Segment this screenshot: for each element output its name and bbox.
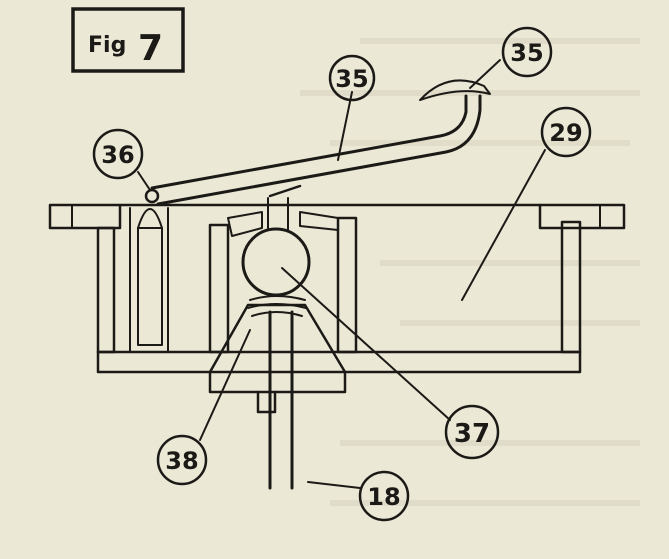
callout-18: 18	[358, 470, 410, 522]
ball-valve	[241, 227, 311, 297]
svg-text:35: 35	[335, 65, 368, 93]
svg-text:36: 36	[101, 141, 134, 169]
svg-text:29: 29	[549, 119, 582, 147]
valve-housing	[208, 197, 358, 354]
callout-37: 37	[444, 404, 500, 460]
figure-label-prefix: Fig	[88, 33, 126, 58]
outlet-pipe	[256, 310, 294, 490]
float-bowl	[48, 203, 626, 374]
svg-text:37: 37	[454, 419, 490, 449]
figure-label-box: Fig 7	[71, 7, 185, 73]
callout-35-top: 35	[501, 26, 553, 78]
callout-38: 38	[156, 434, 208, 486]
pivot-pin	[144, 188, 160, 204]
valve-seat-cone	[208, 295, 347, 394]
callout-36: 36	[92, 128, 144, 180]
callout-29: 29	[540, 106, 592, 158]
float-lever	[150, 79, 491, 206]
figure-label-number: 7	[138, 28, 163, 69]
svg-text:18: 18	[367, 483, 400, 511]
svg-text:38: 38	[165, 447, 198, 475]
page-bleed-through	[300, 38, 640, 506]
callout-35-lever: 35	[328, 54, 376, 102]
float-chamber	[129, 207, 169, 353]
svg-text:35: 35	[510, 39, 543, 67]
leader-lines	[137, 59, 546, 489]
